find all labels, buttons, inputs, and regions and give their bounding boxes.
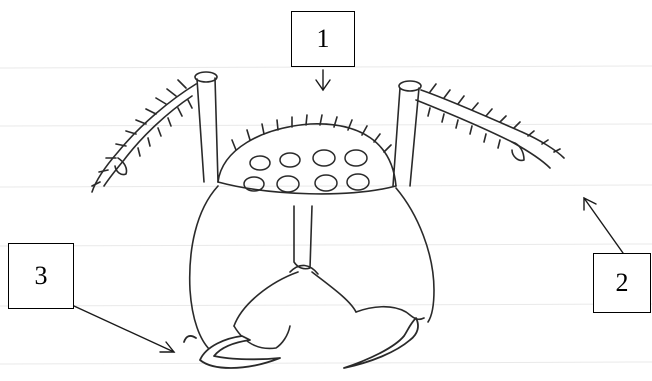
- label-box-1: 1: [291, 11, 355, 67]
- arrow-2: [584, 198, 623, 253]
- label-box-2: 2: [593, 253, 651, 313]
- arrow-3: [74, 306, 174, 352]
- right-pedipalp: [393, 81, 564, 186]
- fangs: [184, 318, 418, 368]
- chelicerae: [190, 186, 434, 350]
- paper-guide-lines: [0, 66, 652, 364]
- label-box-3: 3: [8, 243, 74, 309]
- label-3-text: 3: [35, 261, 48, 291]
- left-pedipalp: [92, 72, 218, 192]
- arrow-1: [316, 70, 330, 90]
- label-2-text: 2: [616, 268, 629, 298]
- label-1-text: 1: [317, 24, 330, 54]
